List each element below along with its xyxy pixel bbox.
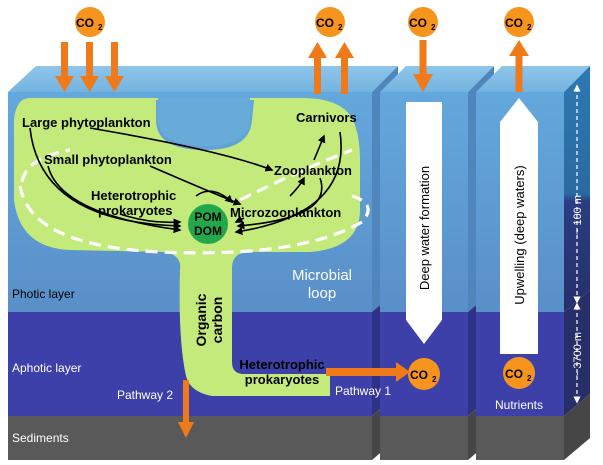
arrow-large-to-pom: [29, 127, 182, 230]
depth-100-label: ~ 100 m: [572, 195, 584, 235]
arrow-zoo-to-pom: [236, 177, 323, 230]
arrow-hetero-to-pom: [119, 213, 182, 227]
co2-subscript-deep-bottom: 2: [432, 375, 437, 384]
uptake-arrow-shaft-1: [61, 42, 68, 78]
arrow-micro-to-zoo: [289, 176, 305, 197]
deep-heterotrophic-label-line1: Heterotrophic: [239, 357, 324, 372]
small-phytoplankton-label: Small phytoplankton: [44, 152, 172, 167]
deep-water-formation-label: Deep water formation: [417, 166, 432, 290]
co2-subscript-upwelling-top: 2: [527, 23, 532, 32]
co2-label-release: CO: [316, 16, 334, 30]
organic-carbon-label-line2: carbon: [209, 297, 225, 344]
arrow-micro-to-pom: [234, 215, 245, 223]
co2-upwelling-top: CO 2: [504, 7, 534, 92]
pathway1-arrow-head: [396, 362, 410, 382]
co2-upwelling-bottom: CO 2: [503, 357, 535, 389]
pom-dom-circle: [188, 204, 228, 244]
upwelling-block-top-face: [476, 66, 590, 92]
release-arrow-head-1: [308, 42, 327, 58]
upwelling-label: Upwelling (deep waters): [512, 165, 527, 304]
co2-circle-deep-top: [408, 7, 438, 37]
depth-scale: ~ 100 m ~ 3700 m: [572, 84, 584, 404]
co2-circle-upwelling-bottom: [503, 357, 535, 389]
sediments-label: Sediments: [12, 431, 69, 445]
food-web-notch: [158, 98, 250, 146]
upwelling-top-arrow-shaft: [515, 54, 523, 92]
uptake-arrow-head-3: [105, 76, 124, 92]
microbial-loop-label-line1: Microbial: [292, 267, 352, 284]
large-phytoplankton-label: Large phytoplankton: [22, 115, 151, 130]
arrow-pom-to-hetero-loop: [195, 190, 234, 204]
deep-water-arrow-head: [413, 74, 433, 92]
arrow-zoo-to-carnivors: [313, 134, 326, 161]
photic-layer-label: Photic layer: [12, 287, 75, 301]
pathway2-arrow-head: [178, 422, 194, 438]
arrow-large-to-zoo: [89, 127, 274, 172]
dom-label: DOM: [194, 224, 222, 238]
co2-deep-bottom: CO 2: [408, 358, 440, 390]
upwelling-top-arrow-head: [509, 40, 529, 56]
uptake-arrow-shaft-3: [111, 42, 118, 78]
co2-subscript-release: 2: [338, 23, 343, 32]
pathway1-label: Pathway 1: [335, 384, 391, 398]
arrow-small-to-micro: [149, 165, 242, 206]
co2-circle-release: [315, 7, 345, 37]
uptake-arrow-head-1: [55, 76, 74, 92]
co2-ocean-uptake: CO 2: [55, 7, 124, 92]
release-arrow-head-2: [335, 42, 354, 58]
microbial-loop-dashed-left: [20, 148, 71, 183]
microzooplankton-label: Microzooplankton: [230, 205, 341, 220]
carnivors-label: Carnivors: [296, 110, 357, 125]
co2-circle-uptake: [75, 7, 105, 37]
zooplankton-label: Zooplankton: [274, 163, 352, 178]
co2-subscript-uptake: 2: [98, 23, 103, 32]
co2-circle-upwelling-top: [504, 7, 534, 37]
depth-scale-side-sediment: [564, 394, 590, 460]
pathway2-arrow-shaft: [183, 380, 189, 424]
microbial-loop-dashed-lower: [18, 185, 370, 255]
deep-water-formation-arrow: [406, 102, 442, 344]
co2-ocean-release: CO 2: [308, 7, 354, 94]
microbial-loop-label-line2: loop: [308, 285, 336, 302]
depth-3700-label: ~ 3700 m: [572, 332, 584, 378]
pom-label: POM: [194, 210, 221, 224]
microbial-loop-dashed-upper: [239, 148, 353, 202]
co2-label-uptake: CO: [76, 16, 94, 30]
co2-label-upwelling-top: CO: [505, 16, 523, 30]
release-arrow-shaft-2: [341, 56, 348, 94]
deep-block-top-face: [380, 66, 494, 92]
co2-label-deep-top: CO: [409, 16, 427, 30]
food-web-region: [14, 98, 360, 396]
uptake-arrow-shaft-2: [86, 42, 93, 78]
release-arrow-shaft-1: [314, 56, 321, 94]
uptake-arrows: [55, 42, 124, 92]
deep-water-arrow-shaft: [419, 40, 427, 76]
heterotrophic-label-line1: Heterotrophic: [91, 188, 176, 203]
food-web-arrows: [29, 127, 342, 235]
nutrients-label: Nutrients: [495, 398, 543, 412]
co2-label-deep-bottom: CO: [410, 368, 428, 382]
co2-label-upwelling-bottom: CO: [505, 367, 523, 381]
heterotrophic-label-line2: prokaryotes: [98, 203, 172, 218]
arrow-small-to-pom: [47, 165, 182, 234]
pathway1-arrow-shaft: [326, 368, 398, 376]
co2-deep-water-top: CO 2: [408, 7, 438, 92]
organic-carbon-label-line1: Organic: [193, 293, 209, 346]
co2-circle-deep-bottom: [408, 358, 440, 390]
upwelling-arrow: [500, 98, 538, 354]
pathway2-label: Pathway 2: [117, 388, 173, 402]
uptake-arrow-head-2: [80, 76, 99, 92]
main-block-top-face: [8, 66, 398, 92]
release-arrows: [308, 42, 354, 94]
deep-heterotrophic-label-line2: prokaryotes: [245, 372, 319, 387]
upwelling-block-sediment: [476, 416, 564, 460]
co2-subscript-deep-top: 2: [431, 23, 436, 32]
deep-block-sediment: [380, 416, 468, 460]
co2-subscript-upwelling-bottom: 2: [527, 374, 532, 383]
aphotic-layer-label: Aphotic layer: [12, 361, 81, 375]
